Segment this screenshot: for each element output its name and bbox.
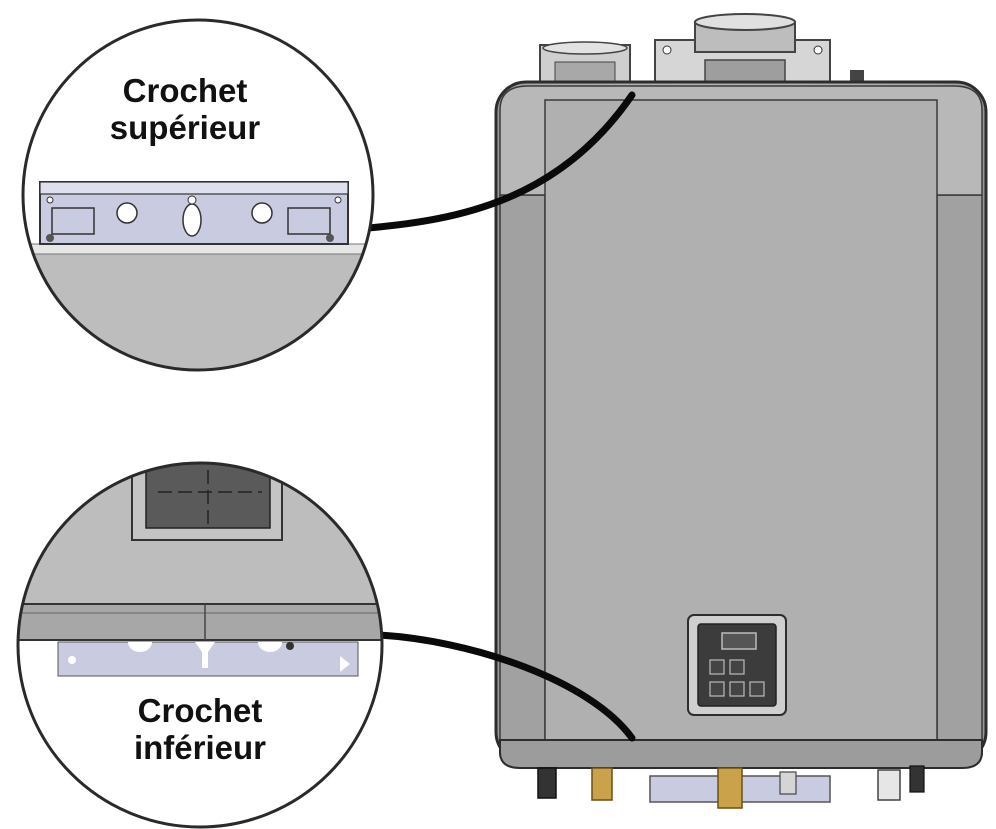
panel-button bbox=[729, 659, 745, 675]
lower-bracket bbox=[57, 641, 359, 677]
panel-button bbox=[749, 681, 765, 697]
intake-connector bbox=[539, 41, 631, 88]
panel-button bbox=[709, 681, 725, 697]
bottom-leader-line bbox=[374, 631, 636, 742]
panel-button bbox=[729, 681, 745, 697]
exhaust-collar bbox=[654, 13, 831, 89]
upper-bracket-label-line2: supérieur bbox=[109, 109, 261, 146]
upper-bracket-label: Crochet supérieur bbox=[70, 72, 300, 146]
lower-bracket-label: Crochet inférieur bbox=[85, 692, 315, 766]
bottom-fittings bbox=[537, 765, 925, 809]
lower-bracket-label-line2: inférieur bbox=[133, 729, 267, 766]
upper-bracket bbox=[39, 181, 349, 245]
display-screen bbox=[721, 632, 757, 650]
bottom-magnifier bbox=[16, 461, 384, 829]
upper-bracket-label-line1: Crochet bbox=[122, 72, 248, 109]
panel-button bbox=[709, 659, 725, 675]
top-leader-line bbox=[364, 91, 636, 232]
control-panel bbox=[687, 614, 787, 716]
lower-bracket-label-line1: Crochet bbox=[137, 692, 263, 729]
